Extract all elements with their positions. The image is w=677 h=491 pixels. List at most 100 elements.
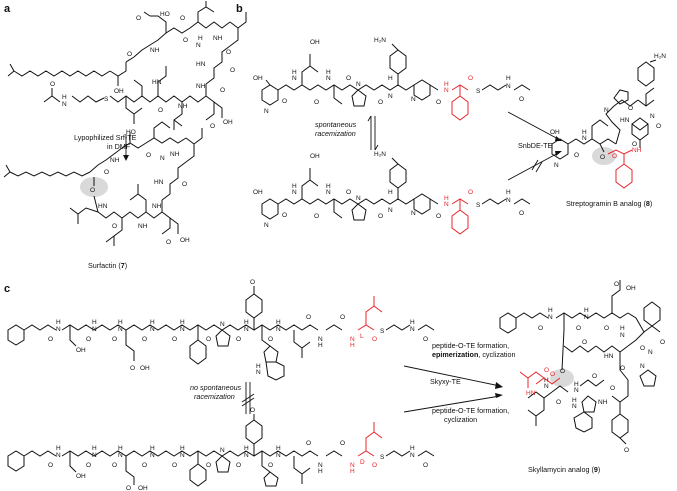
panel-c-substrate-top: O H N OH O H N O H N O OH O H N O H N O … [7, 279, 435, 381]
thioester-s-label-b2: S [476, 202, 481, 209]
snac-o-b2: O [519, 210, 524, 217]
cb-n-3: N [118, 452, 123, 459]
panel-c-bottom-arrow-line1: peptide-O-TE formation, [432, 406, 509, 415]
panel-c-arrows [403, 365, 503, 413]
panel-b-equilibrium-line1: spontaneous [315, 120, 357, 129]
carbonyl-o-label-9: O [182, 181, 187, 188]
cb-pro-n: N [220, 447, 225, 454]
strep-n-label-2: N [604, 107, 609, 114]
c-o-2: O [86, 336, 91, 343]
pro-n-label: N [356, 81, 361, 88]
c-h-1: H [56, 319, 61, 326]
c-trp-h: H [256, 363, 261, 370]
cb-n-2: N [92, 452, 97, 459]
strep-o-label-3: O [656, 123, 661, 130]
panel-a-substrate: OH O NH HO O O H N O NH O HN O NH O OH O… [7, 1, 247, 130]
amide-nh-label-2: NH [213, 35, 223, 42]
panel-c-bottom-arrow-line2: cyclization [444, 415, 477, 424]
carbonyl-o-label-b9: O [378, 213, 383, 220]
amide-nh-label-7: NH [152, 203, 162, 210]
c-asp-o: O [130, 365, 135, 372]
sk-hn-1: HN [604, 353, 614, 360]
sk-n-5: N [574, 387, 579, 394]
panel-b-arrows [507, 111, 562, 181]
thr-oh-label: OH [310, 39, 320, 46]
amide-hn-label-2: HN [152, 79, 162, 86]
c-n-7: N [276, 326, 281, 333]
cb-leu-config: D [360, 459, 365, 466]
surfactin-name: Surfactin (7) [88, 261, 127, 270]
c-h-4: H [150, 319, 155, 326]
strep-nh-red: NH [632, 147, 642, 154]
ester-o-label: O [90, 187, 95, 194]
strep-n-label-1: N [582, 135, 587, 142]
snac-n-label: N [62, 101, 67, 108]
c-n-1: N [56, 326, 61, 333]
cb-snac-h: H [410, 445, 415, 452]
panel-b-equilibrium [367, 115, 379, 151]
carbonyl-o-label-b4: O [378, 99, 383, 106]
h-label-b2: H [326, 69, 331, 76]
sk-asp-oh: OH [626, 285, 636, 292]
sk-n-1: N [548, 314, 553, 321]
sk-h-2: H [584, 307, 589, 314]
cb-o-8: O [268, 462, 273, 469]
sk-h-1: H [548, 307, 553, 314]
cb-h-8: H [318, 468, 323, 475]
panel-b-substrate-bottom: OH N O N H OH O N H O N O H N H₂N N O N … [253, 151, 531, 235]
hydroxyl-label: OH [114, 88, 124, 95]
carbonyl-o-label-b10: O [436, 213, 441, 220]
c-thr-oh: OH [76, 347, 86, 354]
panel-c-equilibrium-line1: no spontaneous [190, 383, 242, 392]
cb-snac-o: O [423, 462, 428, 469]
phg-n-label: N [444, 87, 449, 94]
picolinyl-n-label-2: N [264, 222, 269, 229]
c-h-7: H [276, 319, 281, 326]
c-pro-n: N [220, 321, 225, 328]
carbonyl-o-label: O [127, 51, 132, 58]
c-n-6: N [244, 326, 249, 333]
strep-h-label-1: H [582, 129, 587, 136]
ester-highlight-b [592, 147, 616, 165]
cb-h-4: H [150, 445, 155, 452]
ester-carbonyl-label: O [104, 169, 109, 176]
c-snac-o: O [423, 336, 428, 343]
panel-b-enzyme: SnbDE-TE [518, 141, 553, 150]
cb-h-1: H [56, 445, 61, 452]
h-label-b1: H [292, 69, 297, 76]
asp-oh-label-2: OH [180, 237, 190, 244]
sk-o-4: O [640, 345, 645, 352]
amine-label: H₂N [374, 37, 386, 44]
phg-n-label-2: N [444, 201, 449, 208]
cb-cinn-o: O [48, 462, 53, 469]
panel-a-reagent-line1: Lypophilized Srf-TE [74, 133, 137, 142]
sk-o-1: O [538, 325, 543, 332]
cb-o-3: O [112, 462, 117, 469]
phg-h-label-2: H [444, 195, 449, 202]
cb-n-8: N [318, 462, 323, 469]
cb-o-5: O [172, 462, 177, 469]
sk-o-9: O [592, 373, 597, 380]
sk-o-7: O [582, 339, 587, 346]
ester-highlight-c [550, 369, 574, 387]
c-snac-n: N [410, 326, 415, 333]
thioester-s-label: S [104, 96, 109, 103]
skyllamycin-name: Skyllamycin analog (9) [528, 465, 600, 474]
strep-ester-o: O [600, 154, 605, 161]
panel-c-top-arrow-line1: peptide-O-TE formation, [432, 341, 509, 350]
cb-leu-n: N [350, 462, 355, 469]
c-o-8: O [268, 336, 273, 343]
picolinyl-oh-label-2: OH [253, 189, 263, 196]
pip-n-label: N [411, 96, 416, 103]
n-label-b3: N [388, 93, 393, 100]
c-h-2: H [92, 319, 97, 326]
panel-b-substrate-top: OH N O N H OH O N H O N O H N H₂N N O N … [253, 37, 531, 121]
sk-red-o2: O [544, 367, 549, 374]
c-o-10: O [340, 314, 345, 321]
strep-hn-label: HN [620, 117, 630, 124]
cb-ome-o: O [250, 407, 255, 414]
snac-h-label: H [62, 94, 67, 101]
amide-hn-label-4: HN [98, 203, 108, 210]
c-h-5: H [180, 319, 185, 326]
c-o-7: O [236, 336, 241, 343]
